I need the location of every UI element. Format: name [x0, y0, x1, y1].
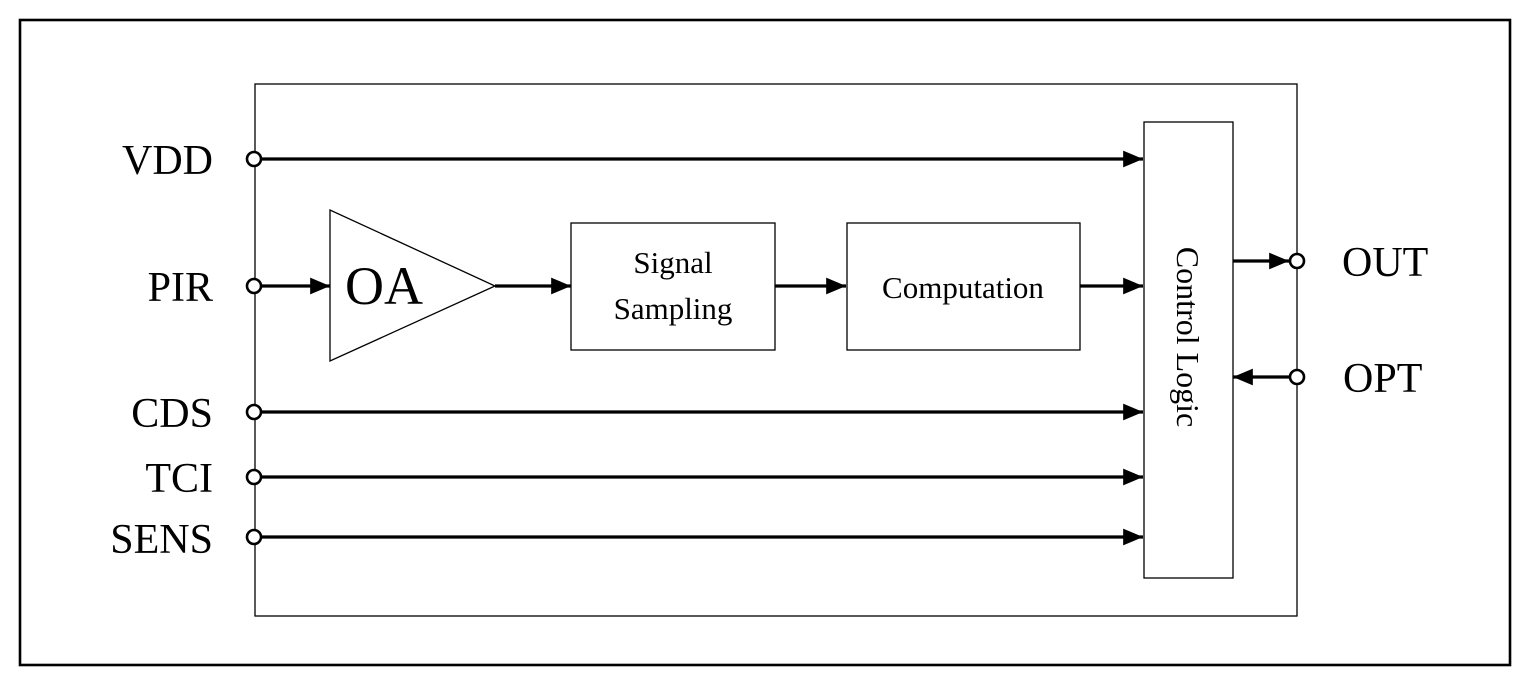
vdd-pin-circle: [245, 150, 263, 168]
computation-block: [846, 222, 1081, 351]
pir-pin-circle: [245, 277, 263, 295]
tci-pin-circle: [245, 468, 263, 486]
signal-sampling-label-line1: Signal: [633, 245, 712, 280]
opt-pin-label: OPT: [1343, 356, 1422, 402]
sens-pin-circle: [245, 528, 263, 546]
control-logic-block: [1143, 121, 1234, 579]
cds-pin-circle: [245, 403, 263, 421]
op-amp-triangle: [329, 208, 497, 363]
op-amp-label: OA: [345, 256, 423, 316]
out-pin-label: OUT: [1342, 240, 1428, 286]
computation-label: Computation: [882, 270, 1044, 305]
signal-sampling-label-line2: Sampling: [614, 291, 733, 326]
tci-pin-label: TCI: [145, 456, 213, 502]
chip-boundary: [254, 83, 1298, 617]
opt-pin-circle: [1288, 368, 1306, 386]
cds-pin-label: CDS: [131, 391, 213, 437]
pir-pin-label: PIR: [148, 265, 213, 311]
vdd-pin-label: VDD: [122, 138, 213, 184]
signal-sampling-block: [570, 222, 776, 351]
out-pin-circle: [1288, 252, 1306, 270]
control-logic-label: Control Logic: [1170, 247, 1206, 427]
outer-frame: [18, 18, 1512, 667]
sens-pin-label: SENS: [110, 517, 213, 563]
